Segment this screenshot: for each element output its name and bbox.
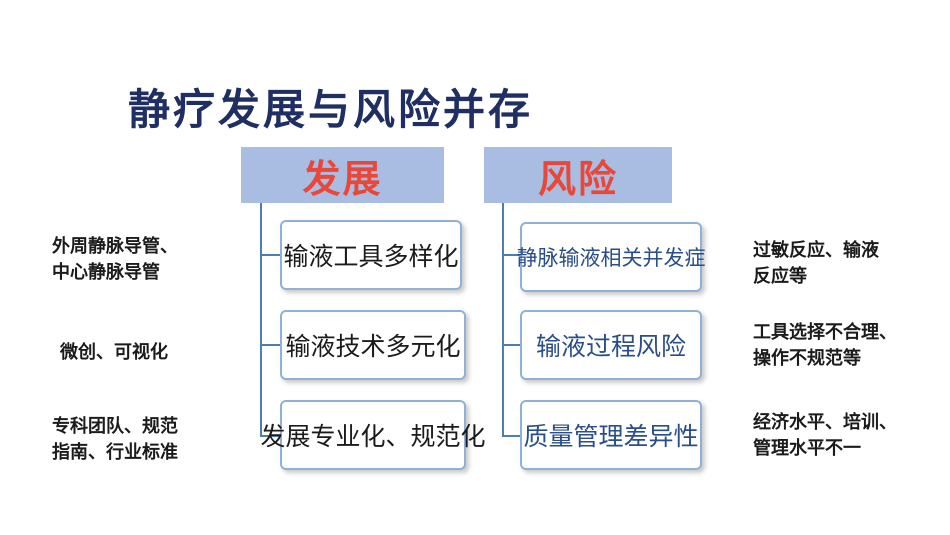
right-note-reactions: 过敏反应、输液 反应等 <box>753 238 879 290</box>
right-note-line: 操作不规范等 <box>753 348 861 369</box>
risk-item-quality: 质量管理差异性 <box>520 400 702 470</box>
development-connector-3 <box>260 435 282 437</box>
left-note-line: 中心静脉导管 <box>52 262 160 283</box>
risk-connector-2 <box>502 344 522 346</box>
development-connector-vertical <box>260 203 262 437</box>
risk-item-process: 输液过程风险 <box>520 310 702 380</box>
development-connector-2 <box>260 344 282 346</box>
left-note-line: 专科团队、规范 <box>52 416 178 437</box>
right-note-line: 过敏反应、输液 <box>753 240 879 261</box>
risk-connector-3 <box>502 435 522 437</box>
right-note-management: 经济水平、培训、 管理水平不一 <box>753 410 897 462</box>
left-note-line: 微创、可视化 <box>60 342 168 363</box>
page-title: 静疗发展与风险并存 <box>128 85 534 134</box>
left-note-minimally-invasive: 微创、可视化 <box>60 340 168 366</box>
right-note-operations: 工具选择不合理、 操作不规范等 <box>753 320 897 372</box>
development-header: 发展 <box>241 147 444 203</box>
right-note-line: 工具选择不合理、 <box>753 322 897 343</box>
risk-header: 风险 <box>484 147 672 203</box>
development-item-techniques: 输液技术多元化 <box>280 310 466 380</box>
left-note-standards: 专科团队、规范 指南、行业标准 <box>52 414 178 466</box>
right-note-line: 反应等 <box>753 266 807 287</box>
risk-connector-1 <box>502 254 522 256</box>
development-item-tools: 输液工具多样化 <box>280 220 462 290</box>
left-note-catheters: 外周静脉导管、 中心静脉导管 <box>52 234 178 286</box>
risk-item-complications: 静脉输液相关并发症 <box>517 222 706 292</box>
right-note-line: 管理水平不一 <box>753 438 861 459</box>
left-note-line: 指南、行业标准 <box>52 442 178 463</box>
risk-connector-vertical <box>502 203 504 437</box>
development-item-specialization: 发展专业化、规范化 <box>261 400 486 470</box>
right-note-line: 经济水平、培训、 <box>753 412 897 433</box>
left-note-line: 外周静脉导管、 <box>52 236 178 257</box>
development-connector-1 <box>260 254 282 256</box>
